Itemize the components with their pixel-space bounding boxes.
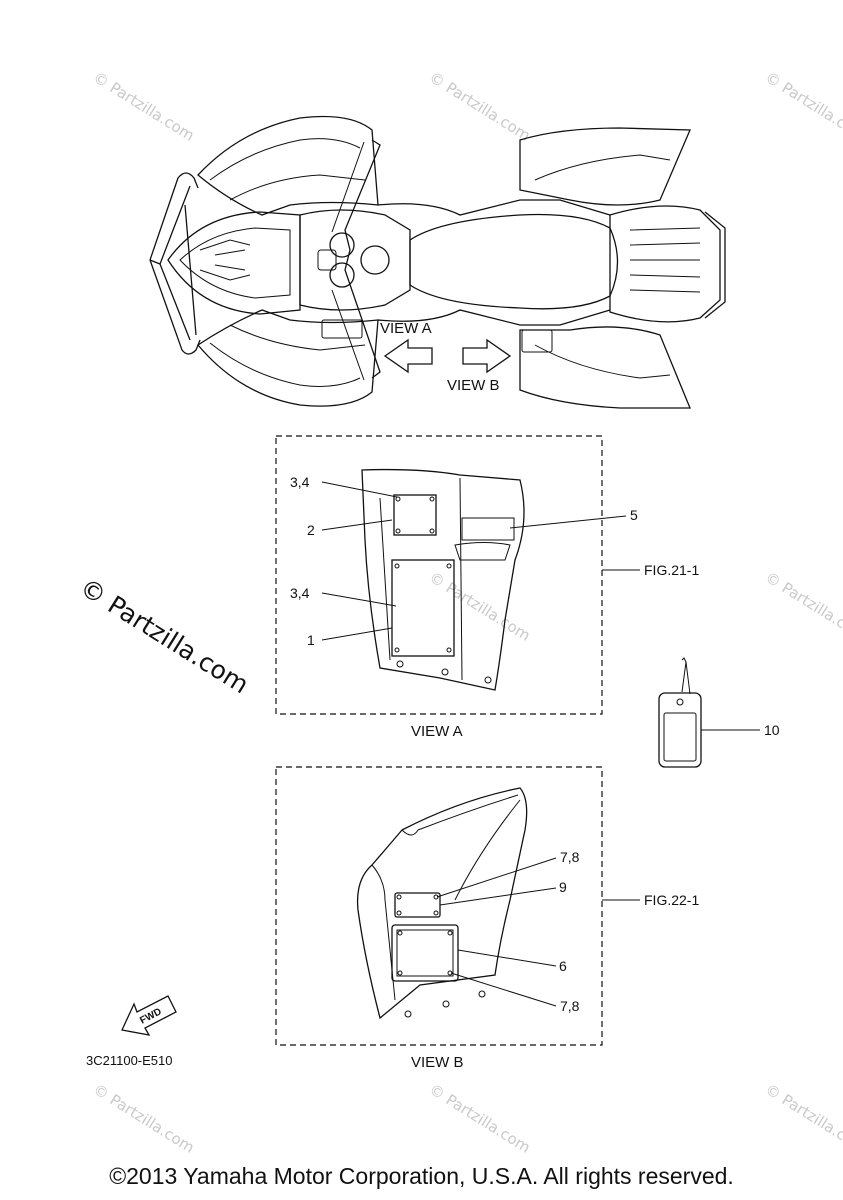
fig-ref-21-1: FIG.21-1 (644, 562, 699, 578)
watermark: © Partzilla.com (762, 1080, 843, 1157)
drawing-code: 3C21100-E510 (86, 1053, 173, 1068)
callout-3-4: 3,4 (290, 585, 310, 601)
callout-6: 6 (559, 958, 567, 974)
callout-1: 1 (307, 632, 315, 648)
callout-2: 2 (307, 522, 315, 538)
atv-top-view: VIEW A VIEW B (149, 115, 726, 409)
decal-9 (394, 892, 441, 918)
view-b-label: VIEW B (447, 377, 500, 394)
fwd-arrow-icon: FWD (121, 995, 177, 1036)
callout-3-4: 3,4 (290, 474, 310, 490)
watermark: © Partzilla.com (426, 68, 534, 145)
view-b-panel: 7,8 9 6 7,8 FIG.22-1 VIEW B (275, 766, 699, 1071)
view-a-arrow-icon (383, 338, 433, 374)
copyright-notice: ©2013 Yamaha Motor Corporation, U.S.A. A… (109, 1163, 734, 1189)
hang-tag (658, 692, 702, 768)
decal-6 (391, 924, 459, 982)
view-a-frame (275, 435, 603, 715)
watermark: © Partzilla.com (426, 568, 534, 645)
watermark-large: © Partzilla.com (75, 572, 254, 699)
tag-part-10: 10 (658, 657, 780, 768)
view-a-label: VIEW A (380, 320, 432, 337)
watermark: © Partzilla.com (762, 68, 843, 145)
callout-5: 5 (630, 507, 638, 523)
callout-10: 10 (764, 722, 780, 738)
watermark: © Partzilla.com (90, 1080, 198, 1157)
view-b-caption: VIEW B (411, 1054, 464, 1071)
watermark: © Partzilla.com (90, 68, 198, 145)
view-a-panel: 3,4 2 5 3,4 1 FIG.21-1 VIEW A (275, 435, 699, 740)
decal-2 (393, 494, 437, 536)
view-a-caption: VIEW A (411, 723, 463, 740)
decal-1 (391, 559, 455, 657)
view-b-arrow-icon (462, 338, 512, 374)
watermark: © Partzilla.com (426, 1080, 534, 1157)
view-b-frame (275, 766, 603, 1046)
callout-9: 9 (559, 879, 567, 895)
callout-7-8: 7,8 (560, 998, 580, 1014)
fig-ref-22-1: FIG.22-1 (644, 892, 699, 908)
callout-7-8: 7,8 (560, 849, 580, 865)
watermark: © Partzilla.com (762, 568, 843, 645)
watermark-group: © Partzilla.com © Partzilla.com © Partzi… (90, 68, 843, 1157)
